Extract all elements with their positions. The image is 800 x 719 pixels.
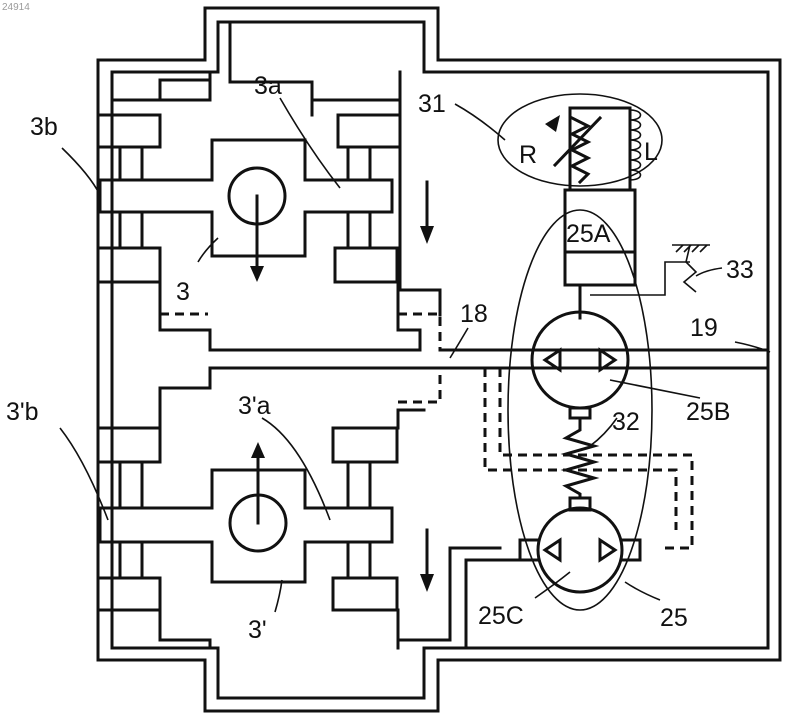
upper-right-top-rod — [348, 147, 370, 180]
label-3pb: 3'b — [6, 398, 39, 426]
lower-left-top-rod — [120, 462, 142, 508]
leader-lines — [60, 98, 770, 612]
label-25B: 25B — [686, 398, 730, 426]
label-3a: 3a — [254, 72, 282, 100]
upper-left-top-rod — [120, 147, 142, 180]
lower-right-bottom-rod — [348, 542, 370, 578]
upper-left-bottom-rod — [120, 212, 142, 248]
label-3p: 3' — [248, 616, 267, 644]
lower-left-bottom-piston — [98, 578, 160, 610]
label-3pa: 3'a — [238, 392, 271, 420]
lower-right-bottom-piston — [333, 578, 397, 610]
label-3b: 3b — [30, 113, 58, 141]
valve-25C-left-triangle-icon — [545, 540, 560, 560]
lower-pump-unit — [98, 428, 434, 610]
label-25A: 25A — [566, 220, 611, 248]
lower-right-top-rod — [348, 462, 370, 508]
label-19: 19 — [690, 314, 718, 342]
upper-right-bottom-piston — [335, 248, 397, 282]
spring-32 — [566, 418, 594, 498]
valve-25C-right-triangle-icon — [600, 540, 615, 560]
label-25: 25 — [660, 604, 688, 632]
lower-up-arrow — [251, 442, 265, 458]
upper-right-bottom-rod — [348, 212, 370, 248]
resistor-arrow-icon — [545, 115, 560, 132]
lower-left-top-piston — [98, 428, 160, 462]
label-33: 33 — [726, 256, 754, 284]
upper-left-bottom-piston — [98, 248, 160, 282]
valve-body-25C — [538, 508, 622, 592]
flow-arrow-lower — [420, 574, 434, 592]
label-R: R — [519, 141, 537, 169]
upper-right-top-piston — [338, 115, 400, 147]
upper-down-arrow — [250, 266, 264, 282]
spring-33 — [672, 245, 710, 292]
flow-lines — [440, 350, 768, 548]
label-18: 18 — [460, 300, 488, 328]
label-32: 32 — [612, 408, 640, 436]
lower-left-bottom-rod — [120, 542, 142, 578]
upper-pump-unit — [98, 115, 434, 282]
label-25C: 25C — [478, 602, 524, 630]
label-3: 3 — [176, 278, 190, 306]
upper-left-top-piston — [98, 115, 160, 147]
label-L: L — [644, 138, 658, 166]
label-31: 31 — [418, 90, 446, 118]
lower-right-top-piston — [333, 428, 397, 462]
watermark: 24914 — [2, 2, 30, 13]
flow-arrow-upper — [420, 226, 434, 244]
actuator-25A — [565, 190, 690, 318]
